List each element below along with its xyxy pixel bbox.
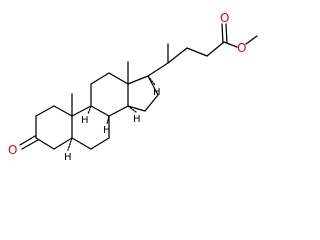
ester-carbonyl-oxygen-label: O [220,11,229,25]
ester-group [221,23,258,48]
chemical-structure: O O O H H H H H [8,11,258,163]
h9-label: H [81,115,89,126]
ring-b [71,105,110,150]
ketone-group [19,135,39,150]
ring-d [127,75,159,112]
ring-c [90,72,129,117]
h14-label: H [133,114,141,125]
side-chain [147,41,225,77]
h17-label: H [153,87,161,98]
hashed-bonds [67,75,156,151]
ester-ether-oxygen-label: O [237,41,246,55]
h5-label: H [64,152,72,163]
h8-label: H [103,125,111,136]
ring-a [35,105,73,150]
ketone-oxygen-label: O [8,143,17,157]
structure-canvas: O O O H H H H H [8,11,258,163]
